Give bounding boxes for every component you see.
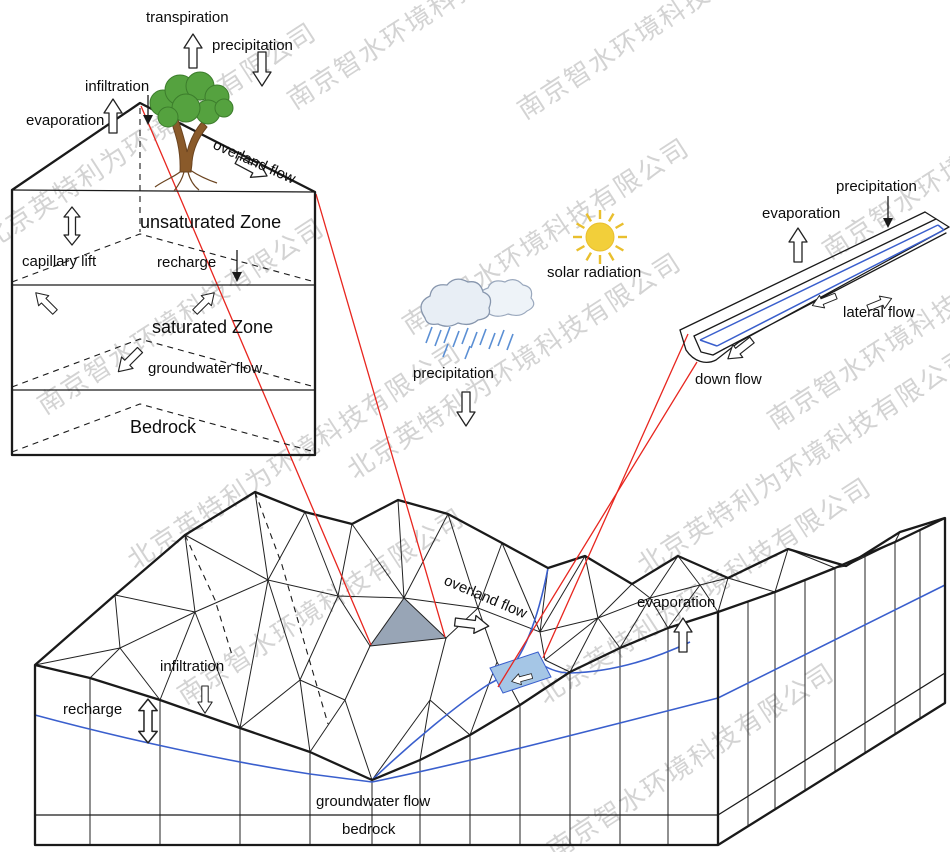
channel-evaporation-label: evaporation: [762, 205, 840, 222]
soil-overland-flow-label: overland flow: [210, 136, 298, 188]
soil-precipitation-label: precipitation: [212, 37, 293, 54]
watershed-overland-flow-label: overland flow: [441, 572, 529, 622]
watershed-recharge-label: recharge: [63, 701, 122, 718]
recharge-arrow: [232, 250, 242, 282]
transpiration-arrow: [183, 33, 203, 69]
unsaturated-zone-label: unsaturated Zone: [140, 212, 281, 232]
soil-infiltration-label: infiltration: [85, 78, 149, 95]
block-faces: [34, 530, 946, 845]
watershed-evaporation-label: evaporation: [637, 594, 715, 611]
rain-cloud-icon: [420, 278, 535, 360]
watershed-bedrock-label: bedrock: [342, 821, 396, 838]
channel-precipitation-arrow: [883, 196, 893, 228]
channel-detail: precipitation evaporation lateral flow d…: [679, 178, 950, 388]
tree-icon: [149, 71, 234, 192]
block-outline: [33, 490, 947, 847]
rain-streaks: [425, 326, 514, 360]
saturated-zone-label: saturated Zone: [152, 317, 273, 337]
infiltration-arrow: [143, 95, 153, 125]
recharge-double-arrow: [138, 698, 158, 744]
channel-precipitation-label: precipitation: [836, 178, 917, 195]
solar-radiation-label: solar radiation: [547, 264, 641, 281]
capillary-lift-label: capillary lift: [22, 253, 97, 270]
watermark-text: 南京智水环境科技有限公司: [817, 57, 950, 265]
soil-recharge-label: recharge: [157, 254, 216, 271]
channel-evaporation-arrow: [788, 227, 808, 263]
subbasin-boundary-dashed: [184, 534, 233, 656]
river-tributary: [540, 641, 691, 674]
watermark-text: 南京智水环境科技有限公司: [542, 657, 840, 852]
selected-hillslope-element: [368, 597, 448, 647]
down-flow-arrow: [722, 333, 758, 366]
bedrock-top-line: [34, 672, 946, 816]
leader-line: [140, 105, 372, 646]
watermark-text: 南京智水环境科技有限公司: [32, 212, 330, 420]
lateral-flow-label: lateral flow: [843, 304, 915, 321]
leader-lines: [140, 105, 698, 688]
sun-icon: [573, 210, 627, 264]
watermark-text: 南京智水环境科技有限公司: [512, 0, 810, 125]
subbasin-boundary-dashed: [254, 491, 329, 725]
soil-column-outline: [10, 101, 317, 457]
capillary-up-arrow: [30, 287, 61, 318]
down-flow-label: down flow: [695, 371, 762, 388]
watershed-infiltration-label: infiltration: [160, 658, 224, 675]
sun-rays: [573, 210, 627, 264]
watershed-groundwater-flow-label: groundwater flow: [316, 793, 430, 810]
soil-evaporation-label: evaporation: [26, 112, 104, 129]
terrain-right-profile: [716, 516, 946, 845]
leader-line: [315, 193, 446, 638]
soil-groundwater-flow-label: groundwater flow: [148, 360, 262, 377]
leader-line: [497, 361, 698, 688]
mesh-lines: [34, 491, 901, 781]
terrain-front-profile: [34, 610, 719, 782]
atmosphere-precipitation-label: precipitation: [413, 365, 494, 382]
soil-column-detail: transpiration precipitation infiltration…: [10, 9, 317, 457]
soil-transpiration-label: transpiration: [146, 9, 229, 26]
channel-water-lines: [699, 224, 945, 347]
water-table-line: [34, 584, 946, 783]
overland-flow-arrow: [453, 612, 491, 636]
soil-bedrock-label: Bedrock: [130, 417, 197, 437]
capillary-lift-double-arrow: [63, 206, 81, 246]
